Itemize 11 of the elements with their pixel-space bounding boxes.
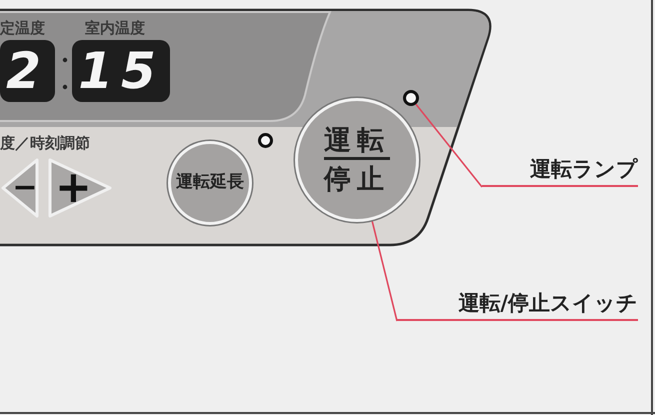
callout-label: 運転ランプ bbox=[482, 150, 638, 187]
leader-line bbox=[415, 104, 483, 188]
minus-button: − bbox=[0, 157, 40, 219]
digit-display: 2 bbox=[0, 40, 55, 102]
leader-line bbox=[371, 220, 398, 322]
plus-button: + bbox=[47, 157, 113, 219]
panel-label: 室内温度 bbox=[85, 19, 145, 38]
panel-label: 度／時刻調節 bbox=[0, 134, 90, 153]
panel-label: 定温度 bbox=[0, 19, 45, 38]
callout-label: 運転/停止スイッチ bbox=[397, 284, 638, 321]
digit-display: 15 bbox=[72, 40, 170, 102]
